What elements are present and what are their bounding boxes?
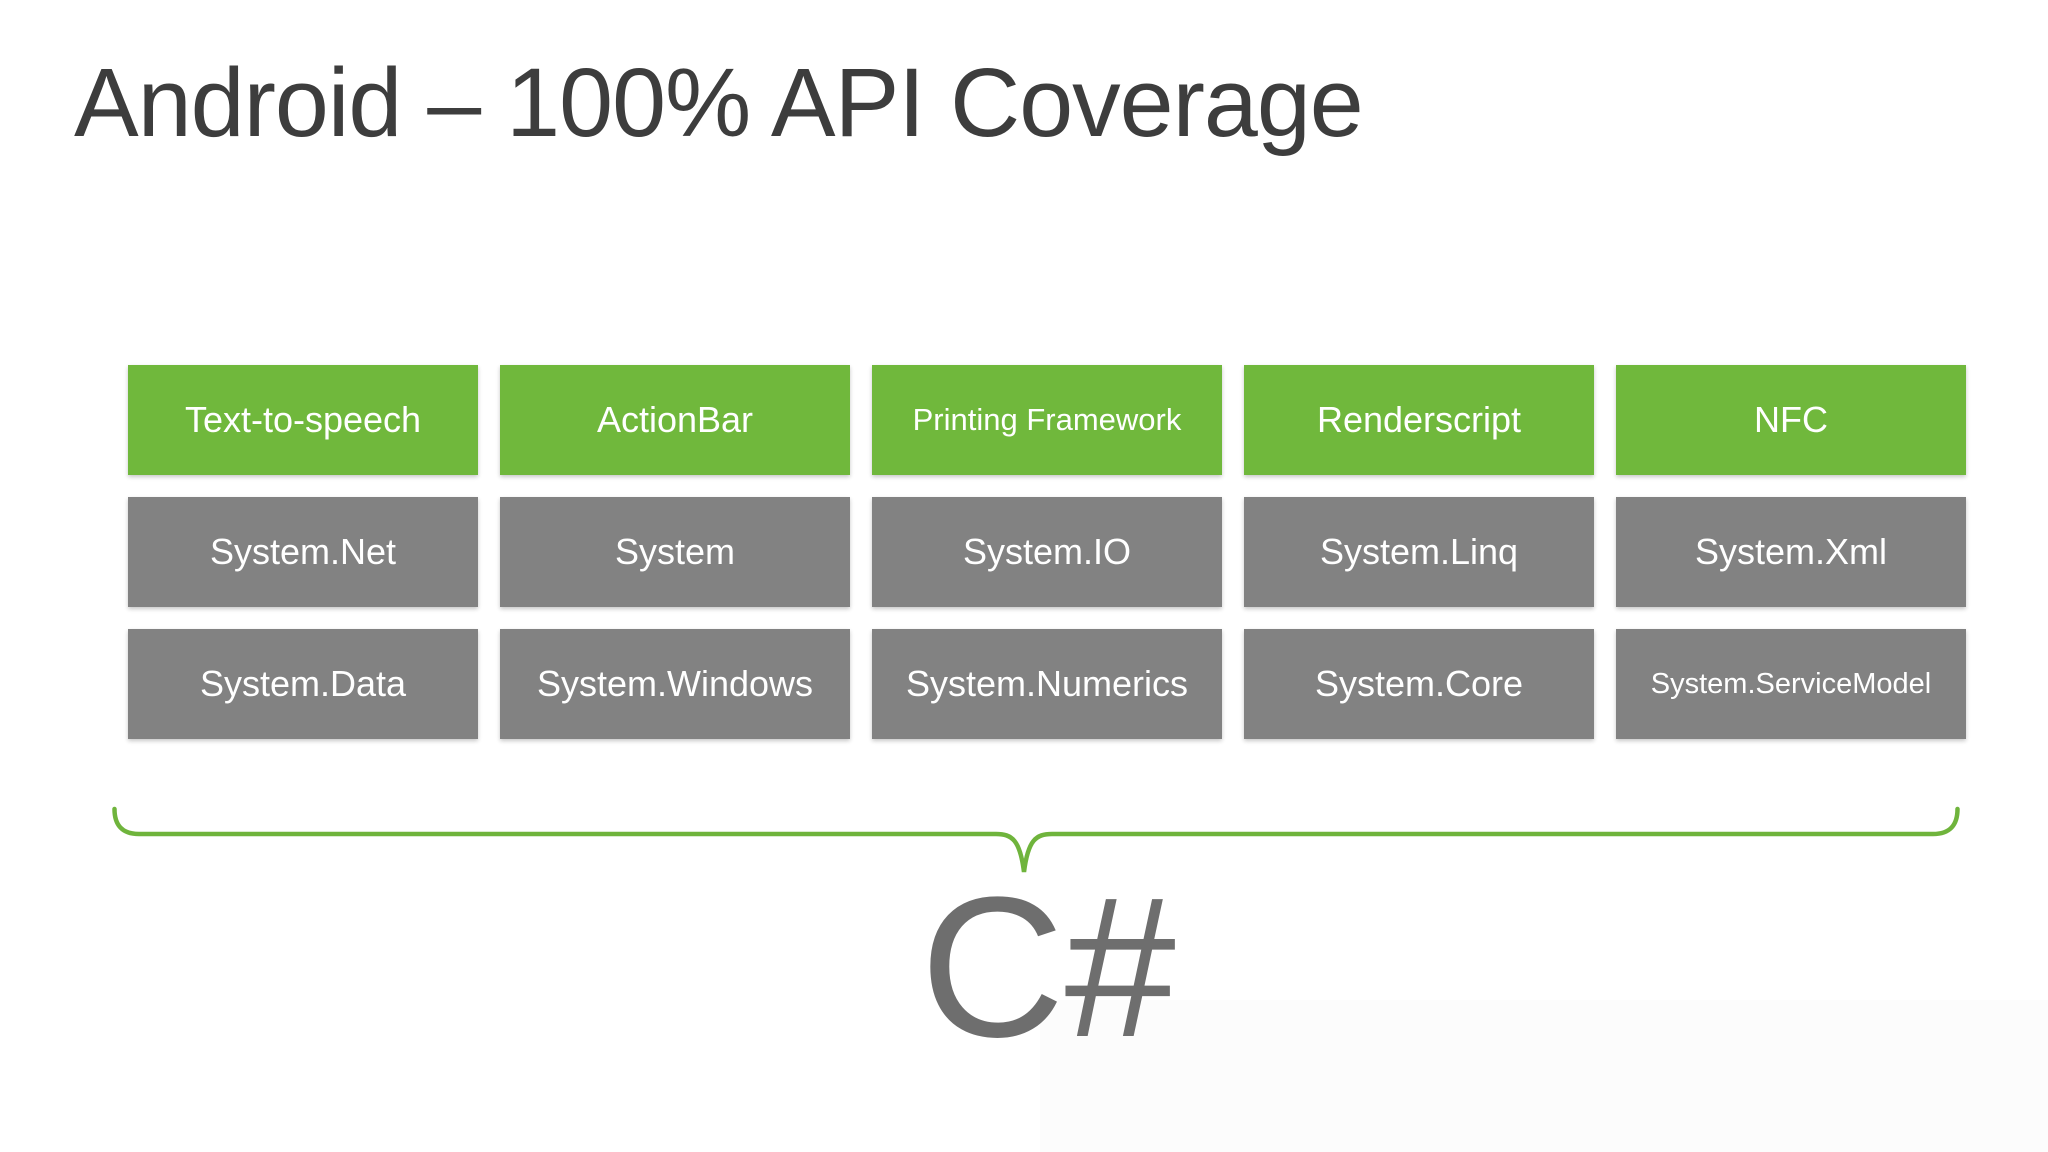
box-system-net: System.Net <box>128 497 478 607</box>
box-system-io: System.IO <box>872 497 1222 607</box>
box-actionbar: ActionBar <box>500 365 850 475</box>
slide-title: Android – 100% API Coverage <box>74 48 1364 157</box>
box-printing-framework: Printing Framework <box>872 365 1222 475</box>
box-system-data: System.Data <box>128 629 478 739</box>
box-text-to-speech: Text-to-speech <box>128 365 478 475</box>
box-system-xml: System.Xml <box>1616 497 1966 607</box>
box-system-servicemodel: System.ServiceModel <box>1616 629 1966 739</box>
api-grid: Text-to-speech ActionBar Printing Framew… <box>128 365 1966 739</box>
background-shade <box>1040 1000 2048 1152</box>
box-system: System <box>500 497 850 607</box>
box-system-linq: System.Linq <box>1244 497 1594 607</box>
box-nfc: NFC <box>1616 365 1966 475</box>
box-system-core: System.Core <box>1244 629 1594 739</box>
box-system-windows: System.Windows <box>500 629 850 739</box>
brace-icon <box>112 806 1960 873</box>
box-renderscript: Renderscript <box>1244 365 1594 475</box>
box-system-numerics: System.Numerics <box>872 629 1222 739</box>
csharp-label: C# <box>920 856 1176 1079</box>
